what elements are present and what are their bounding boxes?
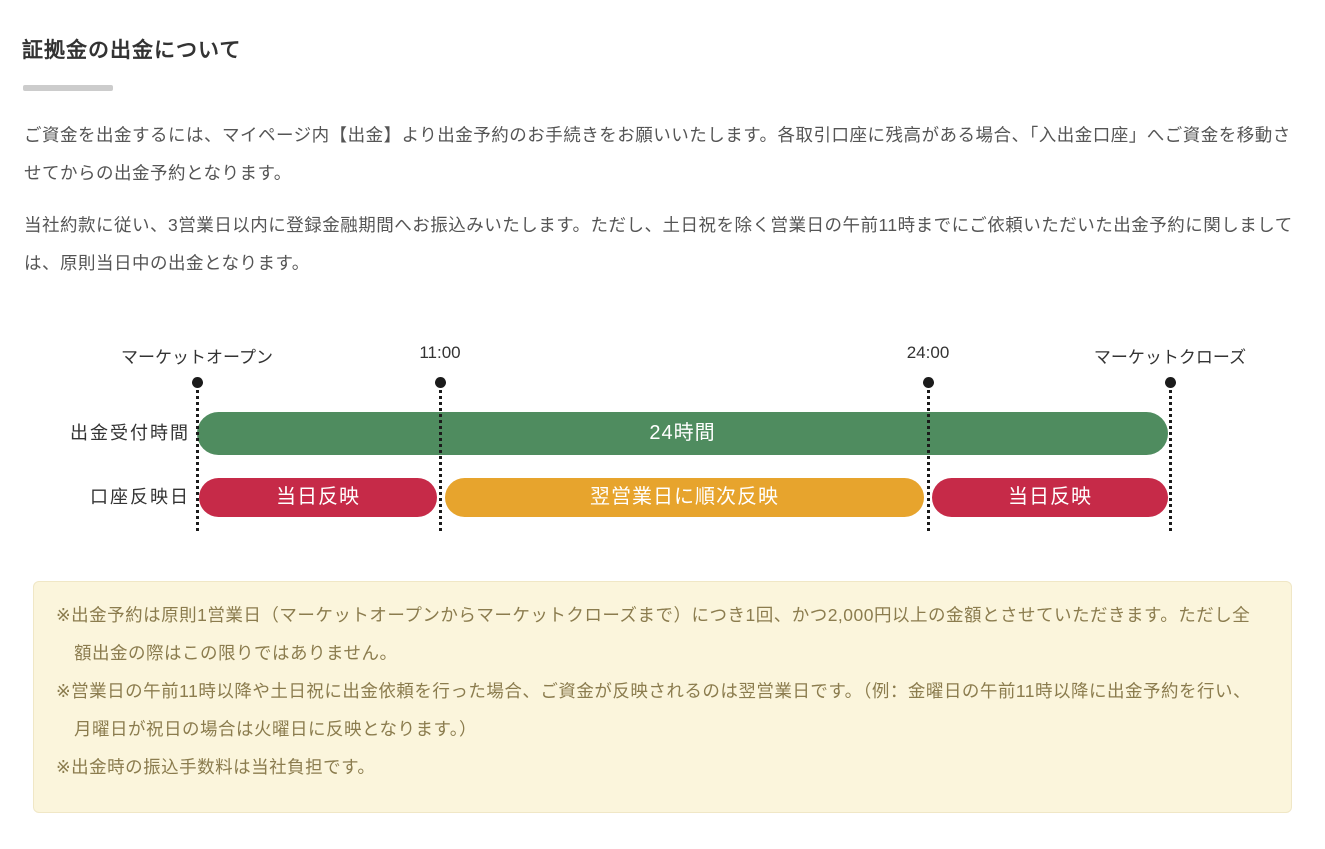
intro-paragraph: ご資金を出金するには、マイページ内【出金】より出金予約のお手続きをお願いいたしま…: [24, 125, 1291, 183]
milestone-dotted-line: [196, 390, 199, 532]
note-item-withdrawal-limit: ※出金予約は原則1営業日（マーケットオープンからマーケットクローズまで）につき1…: [56, 605, 1251, 663]
note-item-transfer-fee: ※出金時の振込手数料は当社負担です。: [56, 757, 376, 777]
bar-same-day-reflection-right: 当日反映: [932, 478, 1168, 517]
milestone-dot-icon: [923, 377, 934, 388]
bar-reception-24hours: 24時間: [197, 412, 1168, 455]
row-label-reflection-day: 口座反映日: [90, 487, 190, 507]
milestone-dot-icon: [435, 377, 446, 388]
milestone-dotted-line: [439, 390, 442, 532]
withdrawal-timeline-diagram: マーケットオープン 11:00 24:00 マーケットクローズ 出金受付時間 口…: [0, 335, 1325, 565]
bar-same-day-reflection-left: 当日反映: [199, 478, 437, 517]
milestone-label-1100: 11:00: [419, 343, 461, 362]
row-label-reception-hours: 出金受付時間: [70, 423, 190, 443]
milestone-dotted-line: [1169, 390, 1172, 532]
bar-next-business-day-reflection: 翌営業日に順次反映: [445, 478, 924, 517]
milestone-label-market-close: マーケットクローズ: [1093, 348, 1247, 367]
milestone-dot-icon: [1165, 377, 1176, 388]
title-underline: [23, 85, 113, 91]
milestone-label-market-open: マーケットオープン: [121, 348, 273, 367]
milestone-dotted-line: [927, 390, 930, 532]
note-item-after-11am: ※営業日の午前11時以降や土日祝に出金依頼を行った場合、ご資金が反映されるのは翌…: [56, 681, 1251, 739]
milestone-dot-icon: [192, 377, 203, 388]
terms-paragraph: 当社約款に従い、3営業日以内に登録金融期間へお振込みいたします。ただし、土日祝を…: [24, 215, 1293, 273]
milestone-label-2400: 24:00: [906, 343, 950, 362]
notes-box: ※出金予約は原則1営業日（マーケットオープンからマーケットクローズまで）につき1…: [33, 581, 1292, 813]
page-title: 証拠金の出金について: [22, 39, 242, 62]
